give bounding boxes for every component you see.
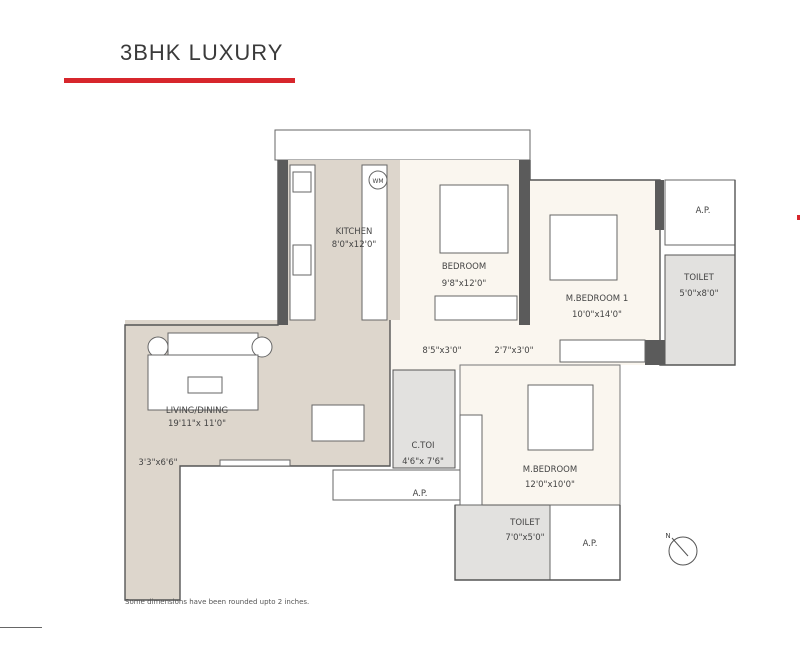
common-toilet-area (392, 369, 456, 469)
toilet-1-size: 5'0"x8'0" (679, 289, 718, 299)
ap-middle-label: A.P. (413, 489, 428, 499)
ap-top-label: A.P. (696, 206, 711, 216)
wall (655, 180, 664, 230)
bedroom-size: 9'8"x12'0" (442, 279, 487, 289)
ap-middle-area (332, 469, 461, 501)
wardrobe (459, 414, 483, 506)
balcony-area (125, 466, 180, 600)
accent-mark (797, 215, 800, 220)
washing-machine-label: WM (372, 178, 383, 185)
page-title: 3BHK LUXURY (120, 40, 284, 65)
living-dining-label: LIVING/DINING (166, 406, 228, 416)
common-toilet-label: C.TOI (411, 441, 434, 451)
footnote: Some dimensions have been rounded upto 2… (125, 598, 310, 606)
passage-1-size: 8'5"x3'0" (422, 346, 461, 356)
bed (549, 214, 618, 281)
sink (292, 171, 312, 193)
top-balcony (274, 129, 531, 161)
coffee-table (187, 376, 223, 394)
dining-table (311, 404, 365, 442)
side-table (251, 336, 273, 358)
title-underline (64, 78, 295, 83)
sofa (167, 332, 259, 356)
living-dining-size: 19'11"x 11'0" (168, 419, 226, 429)
wall (645, 340, 665, 365)
master-bedroom-label: M.BEDROOM (523, 465, 577, 475)
common-toilet-size: 4'6"x 7'6" (402, 457, 444, 467)
compass-label: N (665, 532, 670, 540)
bed (439, 184, 509, 254)
master-bedroom-1-size: 10'0"x14'0" (572, 310, 622, 320)
kitchen-label: KITCHEN (336, 227, 373, 237)
bed (527, 384, 594, 451)
washing-machine-icon (368, 170, 388, 190)
stove (292, 244, 312, 276)
toilet-2-label: TOILET (509, 518, 540, 528)
wall (278, 160, 288, 325)
kitchen-size: 8'0"x12'0" (332, 240, 377, 250)
north-arrow-icon (668, 536, 698, 566)
balcony-size: 3'3"x6'6" (138, 458, 177, 468)
toilet-1-area (664, 254, 736, 366)
toilet-2-size: 7'0"x5'0" (505, 533, 544, 543)
ap-bottom-area (549, 504, 621, 581)
toilet-2-area (454, 504, 551, 581)
wardrobe (559, 339, 646, 363)
ap-bottom-label: A.P. (583, 539, 598, 549)
bedroom-label: BEDROOM (442, 262, 486, 272)
tv-unit (219, 459, 291, 467)
wardrobe (434, 295, 518, 321)
kitchen-counter (361, 164, 388, 321)
divider (0, 627, 42, 628)
passage-2-size: 2'7"x3'0" (494, 346, 533, 356)
master-bedroom-size: 12'0"x10'0" (525, 480, 575, 490)
side-table (147, 336, 169, 358)
corridor-area (390, 320, 530, 370)
wall (519, 160, 530, 325)
toilet-1-label: TOILET (683, 273, 714, 283)
master-bedroom-1-label: M.BEDROOM 1 (566, 294, 629, 304)
ap-top-area (664, 179, 736, 246)
